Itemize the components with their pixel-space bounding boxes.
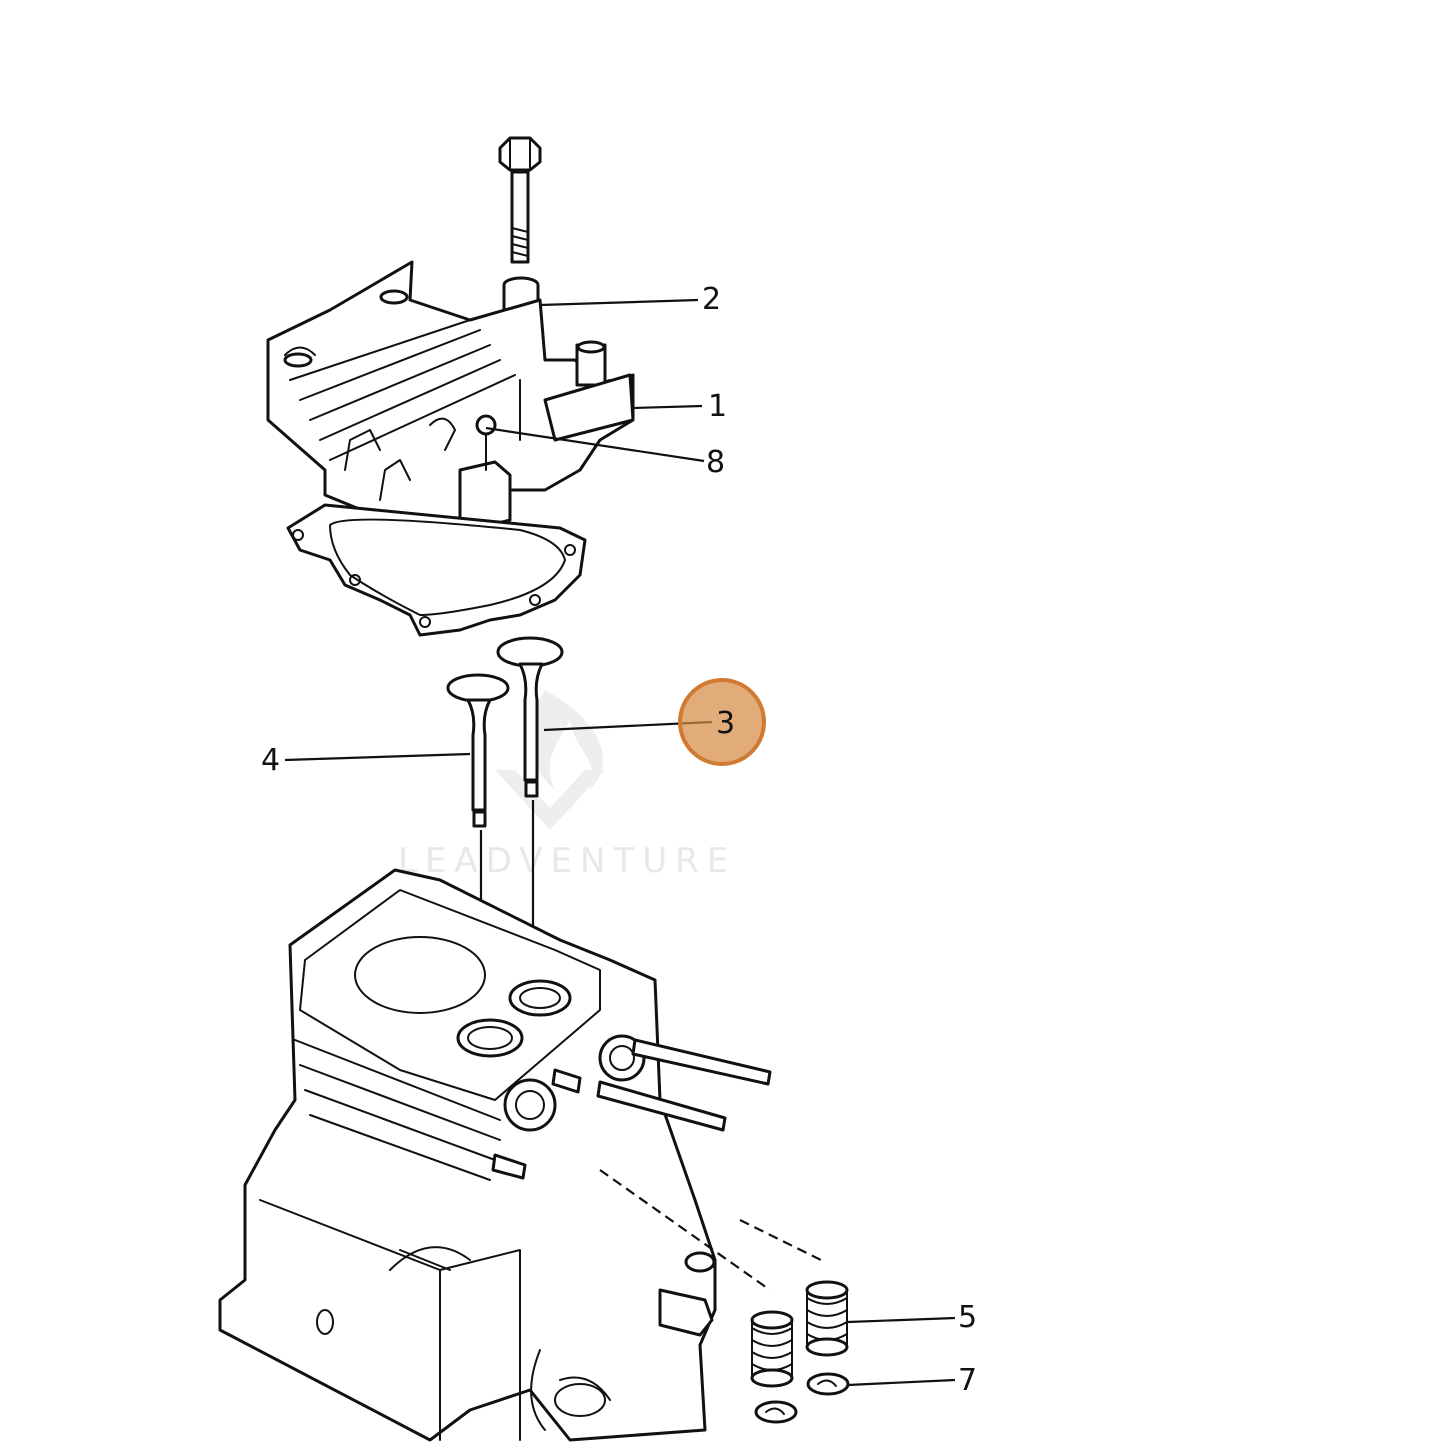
head-bolt — [498, 136, 542, 264]
cylinder-block — [218, 868, 772, 1442]
leader-line-1 — [632, 404, 703, 410]
leader-line-4 — [284, 752, 471, 762]
watermark-v-icon — [495, 770, 605, 830]
callout-5[interactable]: 5 — [958, 1300, 977, 1335]
spring-retainer-left — [754, 1400, 798, 1424]
watermark-flame-icon — [530, 690, 604, 790]
spring-guide-line-right — [739, 1219, 826, 1263]
callout-2[interactable]: 2 — [702, 282, 721, 317]
spring-retainer-right — [806, 1372, 850, 1396]
valve-spring-left — [750, 1310, 794, 1388]
callout-3-highlight[interactable] — [678, 678, 766, 766]
leader-line-5 — [847, 1316, 956, 1324]
cylinder-head — [266, 260, 635, 542]
callout-7[interactable]: 7 — [958, 1363, 977, 1398]
leader-line-2 — [539, 298, 699, 307]
head-gasket — [286, 503, 587, 637]
callout-4[interactable]: 4 — [261, 743, 280, 778]
valve-spring-right — [805, 1280, 849, 1357]
leader-line-8 — [485, 426, 705, 463]
spring-guide-line-left — [599, 1169, 771, 1291]
callout-3[interactable]: 3 — [716, 706, 735, 741]
callout-1[interactable]: 1 — [708, 389, 727, 424]
watermark: LEADVENTURE — [398, 690, 736, 881]
callout-8[interactable]: 8 — [706, 445, 725, 480]
leader-line-7 — [847, 1378, 956, 1387]
watermark-text: LEADVENTURE — [398, 841, 736, 881]
